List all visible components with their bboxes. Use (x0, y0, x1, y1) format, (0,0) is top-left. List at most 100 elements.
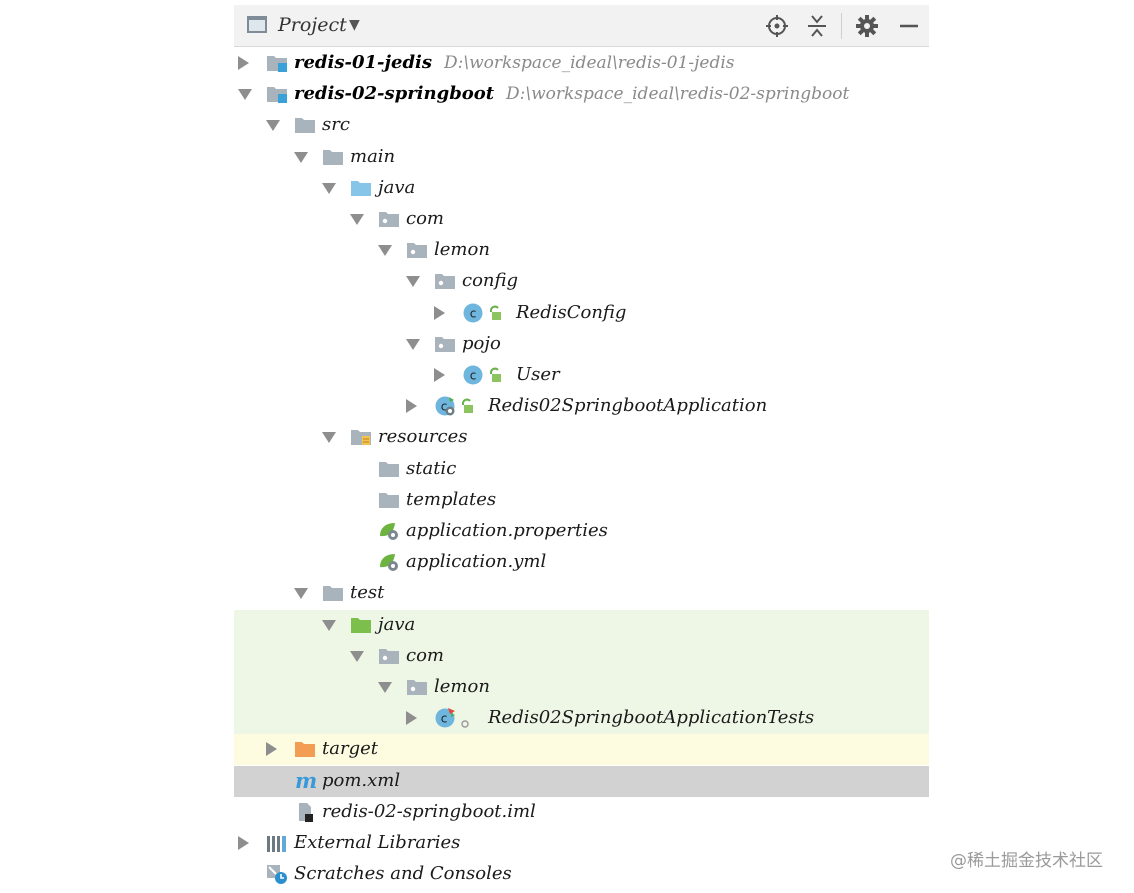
folder-icon (322, 583, 344, 603)
crosshair-icon[interactable] (764, 13, 790, 39)
tree-row[interactable]: redis-01-jedis D:\workspace_ideal\redis-0… (234, 48, 929, 79)
tree-row[interactable]: com (234, 204, 929, 235)
package-icon (378, 209, 400, 229)
excluded-folder-icon (294, 739, 316, 759)
tree-item-label: target (322, 738, 378, 759)
tree-item-label: RedisConfig (516, 302, 627, 323)
minus-icon[interactable] (896, 13, 922, 39)
expanded-arrow-icon[interactable] (294, 588, 308, 599)
project-title[interactable]: Project (278, 14, 347, 36)
folder-icon (294, 115, 316, 135)
tree-row[interactable]: redis-02-springboot.iml (234, 797, 929, 828)
scratches-icon (266, 864, 288, 884)
module-path: D:\workspace_ideal\redis-01-jedis (444, 53, 735, 73)
tree-row[interactable]: main (234, 142, 929, 173)
package-icon (378, 646, 400, 666)
libraries-icon (266, 833, 288, 853)
tree-item-label: pojo (462, 333, 501, 354)
tree-row[interactable]: Scratches and Consoles (234, 859, 929, 890)
tree-item-label: config (462, 270, 519, 291)
collapsed-arrow-icon[interactable] (266, 742, 277, 756)
tree-row[interactable]: com (234, 641, 929, 672)
collapsed-arrow-icon[interactable] (434, 368, 445, 382)
spring-config-icon (378, 552, 400, 572)
svg-text:c: c (441, 712, 448, 726)
expanded-arrow-icon[interactable] (350, 214, 364, 225)
module-icon (266, 84, 288, 104)
tree-item-label: lemon (434, 676, 490, 697)
spring-boot-class-icon: c (434, 396, 456, 416)
expanded-arrow-icon[interactable] (406, 276, 420, 287)
tree-item-label: java (378, 177, 416, 198)
tree-row[interactable]: application.yml (234, 547, 929, 578)
tree-item-label: User (516, 364, 560, 385)
project-window-icon (247, 16, 267, 33)
tree-row[interactable]: java (234, 173, 929, 204)
tree-item-label: static (406, 458, 457, 479)
module-path: D:\workspace_ideal\redis-02-springboot (506, 84, 850, 104)
expanded-arrow-icon[interactable] (350, 651, 364, 662)
tree-row[interactable]: config (234, 266, 929, 297)
triangle-down-icon[interactable]: ▼ (349, 17, 360, 33)
collapsed-arrow-icon[interactable] (238, 56, 249, 70)
iml-file-icon (294, 802, 316, 822)
tree-row[interactable]: c RedisConfig (234, 298, 929, 329)
svg-text:c: c (441, 400, 448, 414)
collapse-all-icon[interactable] (804, 13, 830, 39)
tree-row[interactable]: static (234, 454, 929, 485)
tree-row[interactable]: src (234, 110, 929, 141)
tree-row[interactable]: target (234, 734, 929, 765)
tree-row[interactable]: resources (234, 422, 929, 453)
tree-row[interactable]: redis-02-springboot D:\workspace_ideal\re… (234, 79, 929, 110)
collapsed-arrow-icon[interactable] (406, 711, 417, 725)
lock-icon (488, 367, 510, 387)
test-class-icon: c (434, 708, 456, 728)
tree-item-label: application.properties (406, 520, 608, 541)
tree-item-label: application.yml (406, 551, 547, 572)
expanded-arrow-icon[interactable] (266, 120, 280, 131)
tree-item-label: templates (406, 489, 497, 510)
tree-item-label: com (406, 645, 444, 666)
maven-icon: m (294, 768, 317, 793)
tree-item-label: redis-01-jedis (294, 52, 433, 73)
svg-text:c: c (470, 369, 477, 383)
expanded-arrow-icon[interactable] (406, 339, 420, 350)
tree-row[interactable]: pojo (234, 329, 929, 360)
expanded-arrow-icon[interactable] (322, 432, 336, 443)
folder-icon (322, 147, 344, 167)
tree-item-label: main (350, 146, 396, 167)
resources-folder-icon (350, 427, 372, 447)
collapsed-arrow-icon[interactable] (406, 399, 417, 413)
expanded-arrow-icon[interactable] (294, 152, 308, 163)
tree-item-label: redis-02-springboot (294, 83, 495, 104)
tree-row[interactable]: test (234, 578, 929, 609)
gear-icon[interactable] (854, 13, 880, 39)
module-icon (266, 53, 288, 73)
package-icon (406, 240, 428, 260)
tree-row[interactable]: templates (234, 485, 929, 516)
tree-row[interactable]: External Libraries (234, 828, 929, 859)
expanded-arrow-icon[interactable] (378, 245, 392, 256)
tree-item-label: pom.xml (322, 770, 401, 791)
folder-icon (378, 459, 400, 479)
tree-row[interactable]: lemon (234, 235, 929, 266)
tree-item-label: com (406, 208, 444, 229)
tree-row[interactable]: java (234, 610, 929, 641)
project-header: Project ▼ (234, 5, 929, 47)
tree-row[interactable]: application.properties (234, 516, 929, 547)
class-icon: c (462, 303, 484, 323)
lock-icon (488, 305, 510, 325)
expanded-arrow-icon[interactable] (322, 183, 336, 194)
expanded-arrow-icon[interactable] (322, 620, 336, 631)
collapsed-arrow-icon[interactable] (238, 836, 249, 850)
expanded-arrow-icon[interactable] (238, 89, 252, 100)
collapsed-arrow-icon[interactable] (434, 306, 445, 320)
tree-row[interactable]: c User (234, 360, 929, 391)
folder-icon (378, 490, 400, 510)
tree-item-label: redis-02-springboot.iml (322, 801, 536, 822)
expanded-arrow-icon[interactable] (378, 682, 392, 693)
tree-row[interactable]: lemon (234, 672, 929, 703)
